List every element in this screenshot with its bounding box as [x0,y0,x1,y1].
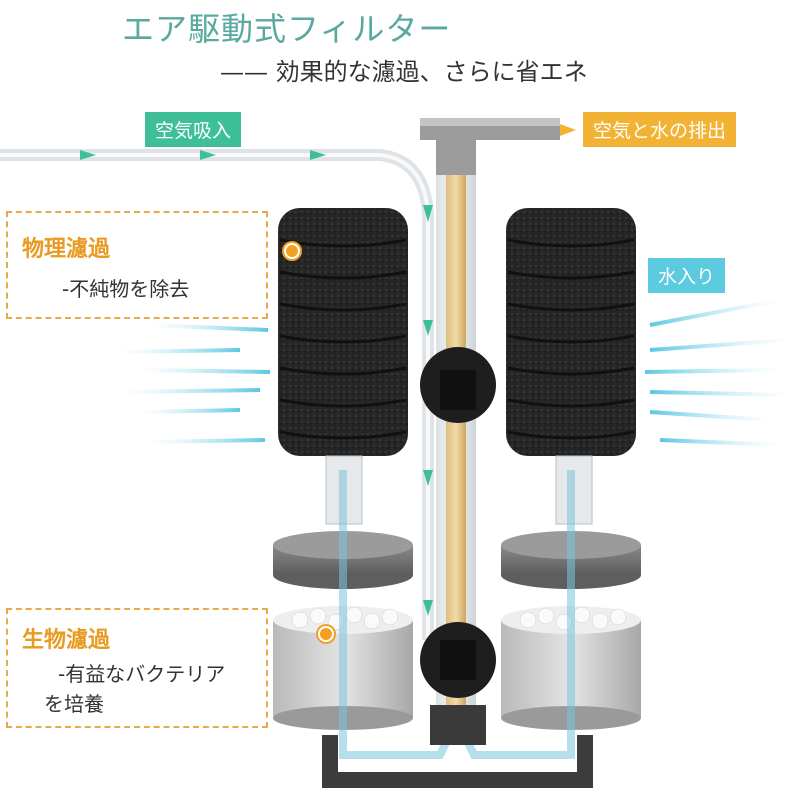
physical-filtration-callout: 物理濾過 -不純物を除去 [6,211,300,319]
physical-filtration-heading: 物理濾過 [22,237,111,262]
biological-callout-marker [318,626,334,642]
amber-flow [446,140,466,740]
suction-cup-upper [420,347,496,423]
outlet-head [420,118,560,175]
page-title: エア駆動式フィルター [122,10,452,48]
outlet-arrow [560,124,576,136]
air-water-outlet-label: 空気と水の排出 [583,112,737,147]
suction-cup-lower [420,622,496,698]
base-manifold [322,735,593,788]
water-in-arrows-left [119,323,271,444]
air-intake-label: 空気吸入 [145,112,242,147]
air-flow-arrows [80,150,433,616]
biological-filtration-desc-1: -有益なバクテリア [58,662,226,686]
biological-filtration-callout: 生物濾過 -有益なバクテリア を培養 [6,608,334,728]
biological-filtration-heading: 生物濾過 [22,628,111,653]
left-sponge [278,208,408,456]
biological-filtration-desc-2: を培養 [44,692,104,716]
water-intake-label: 水入り [648,258,726,293]
physical-callout-marker [284,243,300,259]
physical-filtration-desc: -不純物を除去 [62,277,190,301]
water-in-arrows-right [644,298,791,447]
right-sponge [506,208,636,456]
page-subtitle: —— 効果的な濾過、さらに省エネ [220,58,588,86]
